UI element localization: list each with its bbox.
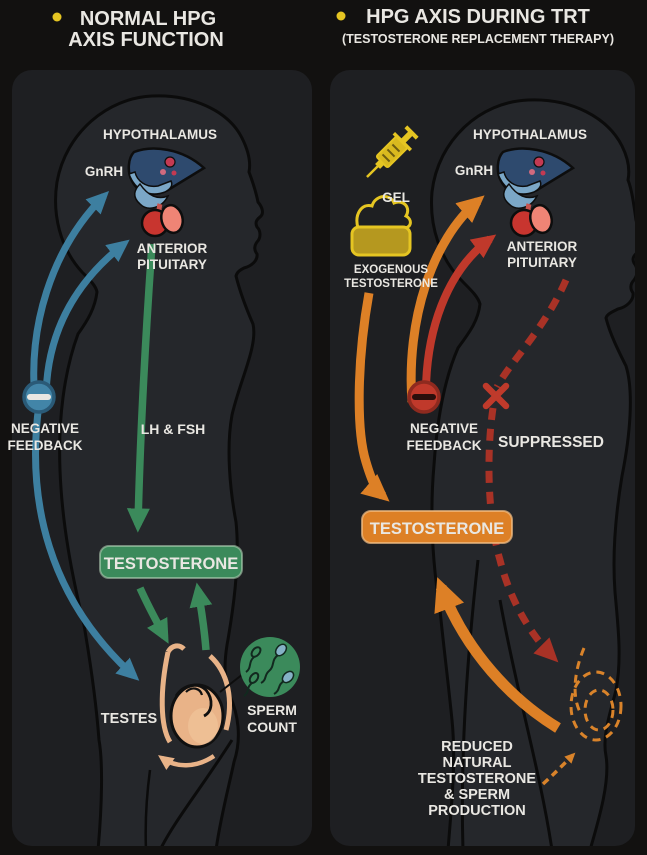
exogenous-testosterone-label: EXOGENOUS [354,264,428,276]
sperm-count-label: COUNT [247,719,297,735]
negative-feedback-label: NEGATIVE [410,421,478,436]
negative-feedback-label: FEEDBACK [7,438,82,453]
gnrh-label: GnRH [85,164,123,179]
svg-text:PRODUCTION: PRODUCTION [428,803,525,819]
right-subtitle: (TESTOSTERONE REPLACEMENT THERAPY) [342,32,614,46]
anterior-pituitary-label: ANTERIOR [507,239,578,254]
hypothalamus-label: HYPOTHALAMUS [103,127,217,142]
testosterone-label: TESTOSTERONE [104,555,238,573]
right-title: HPG AXIS DURING TRT [366,6,590,28]
left-title-line1: NORMAL HPG [80,8,216,30]
testosterone-badge: TESTOSTERONE [99,545,243,579]
negative-feedback-label: NEGATIVE [11,421,79,436]
svg-text:NATURAL: NATURAL [443,755,512,771]
reduced-testis-outline [541,647,623,786]
left-title-line2: AXIS FUNCTION [68,29,224,51]
yellow-dot-icon [52,12,62,22]
feedback-to-hypothalamus-arrow [406,195,485,403]
exogenous-testosterone-label: TESTOSTERONE [344,278,438,290]
gnrh-label: GnRH [455,163,493,178]
exogenous-testosterone-arrow [354,292,390,502]
yellow-dot-icon [336,11,346,21]
sperm-icon [243,643,295,697]
minus-icon [407,380,441,414]
testis-illustration [158,643,244,771]
anterior-pituitary-label: PITUITARY [507,255,577,270]
left-title: NORMAL HPG AXIS FUNCTION [52,8,224,51]
svg-text:& SPERM: & SPERM [444,787,510,803]
testes-to-testosterone-arrow [189,582,213,651]
testosterone-badge: TESTOSTERONE [361,510,513,544]
suppressed-signal-path [482,278,570,663]
gel-jar-icon [350,195,412,257]
negative-feedback-label: FEEDBACK [406,438,481,453]
syringe-icon [366,125,419,178]
hypothalamus-label: HYPOTHALAMUS [473,127,587,142]
x-icon [482,382,510,410]
reduced-production-label: REDUCED NATURAL TESTOSTERONE & SPERM PRO… [418,739,536,819]
lh-fsh-label: LH & FSH [141,421,206,437]
svg-text:TESTOSTERONE: TESTOSTERONE [418,771,536,787]
left-panel: TESTOSTERONE HYPOTHALAMUS GnRH ANTERIOR … [7,70,312,846]
left-body-silhouette [54,94,264,846]
anterior-pituitary-label: PITUITARY [137,257,207,272]
right-panel: TESTOSTERONE GEL EXOGENOUS TESTOSTERONE … [330,70,635,846]
suppressed-label: SUPPRESSED [498,434,604,451]
circulating-testosterone-arrow [434,577,561,733]
feedback-to-pituitary-arrow [421,234,497,405]
lh-fsh-arrow [126,243,156,533]
testosterone-to-testes-arrow [136,586,169,644]
right-title: HPG AXIS DURING TRT (TESTOSTERONE REPLAC… [336,6,614,46]
testes-label: TESTES [101,711,158,727]
sperm-count-label: SPERM [247,702,297,718]
testosterone-label: TESTOSTERONE [370,520,504,538]
minus-icon [22,380,56,414]
gel-label: GEL [382,190,410,205]
svg-text:REDUCED: REDUCED [441,739,513,755]
anterior-pituitary-label: ANTERIOR [137,241,208,256]
negative-feedback-arrows [30,190,140,681]
sperm-count-icon [240,637,300,697]
